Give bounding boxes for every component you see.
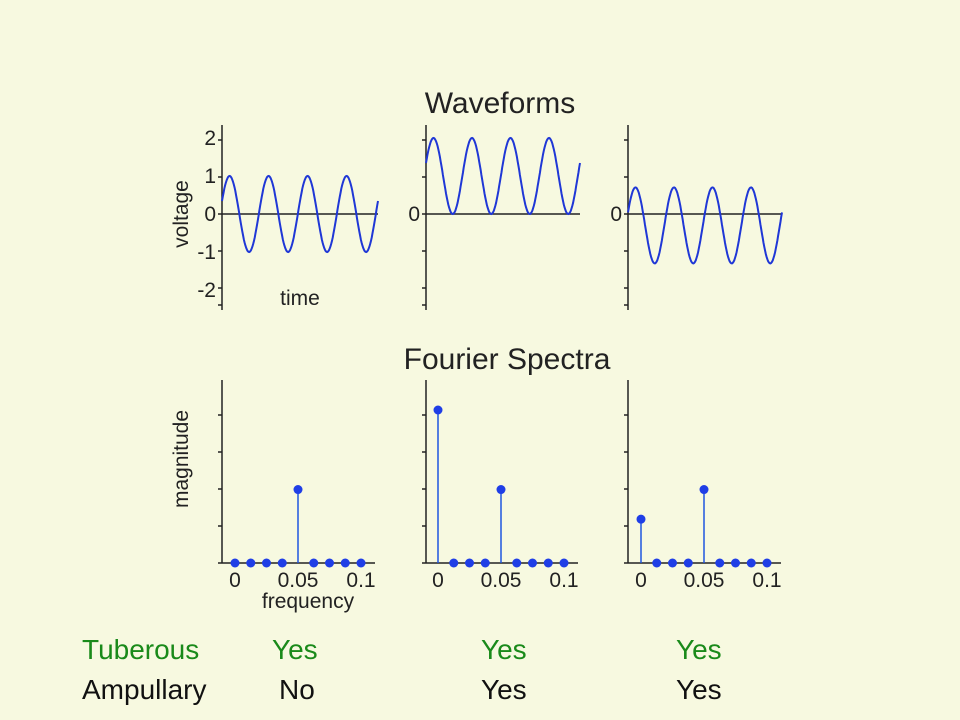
spectrum-ylabel: magnitude — [170, 410, 193, 508]
waveform-1-ytick-label: 0 — [204, 203, 216, 226]
waveform-3-line — [627, 186, 783, 265]
waveforms-title: Waveforms — [425, 87, 576, 120]
spectrum-1-point — [262, 558, 271, 568]
spectrum-2-point — [465, 558, 474, 568]
spectrum-3-xtick-label: 0.05 — [684, 569, 725, 592]
spectrum-2-point — [559, 558, 569, 568]
spectrum-1-point — [325, 558, 334, 568]
spectrum-2-point — [480, 558, 490, 568]
spectrum-1-point — [309, 558, 319, 568]
waveform-xlabel: time — [280, 287, 320, 310]
waveform-2-ytick-label: 0 — [408, 203, 420, 226]
waveform-1-line — [221, 174, 379, 254]
spectrum-1-point — [230, 558, 240, 568]
spectra-title: Fourier Spectra — [404, 343, 611, 376]
ampullary-value-1: No — [279, 674, 315, 705]
spectrum-1-point — [293, 485, 303, 495]
spectrum-3-point — [731, 558, 740, 568]
spectrum-xlabel: frequency — [262, 590, 355, 613]
spectrum-1-xtick-label: 0.1 — [346, 569, 375, 592]
waveform-1-ytick-label: -1 — [197, 241, 216, 264]
spectrum-3-point — [746, 558, 756, 568]
spectrum-2-point — [528, 558, 537, 568]
waveform-1-ytick-label: 1 — [204, 165, 216, 188]
spectrum-3-point — [683, 558, 693, 568]
spectrum-2-point — [512, 558, 522, 568]
spectrum-2-point — [496, 485, 506, 495]
spectrum-2-point — [433, 405, 443, 415]
spectrum-1-point — [356, 558, 366, 568]
spectrum-1-point — [246, 558, 256, 568]
spectrum-2-xtick-label: 0.1 — [549, 569, 578, 592]
spectrum-3-point — [668, 558, 677, 568]
waveform-1-ytick-label: 2 — [204, 127, 216, 150]
tuberous-value-3: Yes — [676, 634, 722, 665]
spectrum-2-xtick-label: 0 — [432, 569, 444, 592]
spectrum-1-xtick-label: 0.05 — [278, 569, 319, 592]
spectrum-2-xtick-label: 0.05 — [481, 569, 522, 592]
spectrum-3-point — [699, 485, 709, 495]
waveform-2-line — [425, 136, 581, 216]
ampullary-label: Ampullary — [82, 674, 207, 705]
ampullary-value-2: Yes — [481, 674, 527, 705]
waveform-ylabel: voltage — [170, 180, 193, 248]
spectrum-2-point — [449, 558, 459, 568]
spectrum-1-point — [277, 558, 287, 568]
spectrum-3-xtick-label: 0.1 — [752, 569, 781, 592]
spectrum-2-point — [543, 558, 553, 568]
spectrum-1-point — [340, 558, 350, 568]
spectrum-1-xtick-label: 0 — [229, 569, 241, 592]
waveform-3-ytick-label: 0 — [610, 203, 622, 226]
spectrum-3-point — [636, 514, 646, 524]
tuberous-value-1: Yes — [272, 634, 318, 665]
spectrum-3-point — [652, 558, 662, 568]
tuberous-value-2: Yes — [481, 634, 527, 665]
spectrum-3-point — [715, 558, 725, 568]
waveform-1-ytick-label: -2 — [197, 279, 216, 302]
spectrum-3-xtick-label: 0 — [635, 569, 647, 592]
spectrum-3-point — [762, 558, 772, 568]
ampullary-value-3: Yes — [676, 674, 722, 705]
tuberous-label: Tuberous — [82, 634, 200, 665]
